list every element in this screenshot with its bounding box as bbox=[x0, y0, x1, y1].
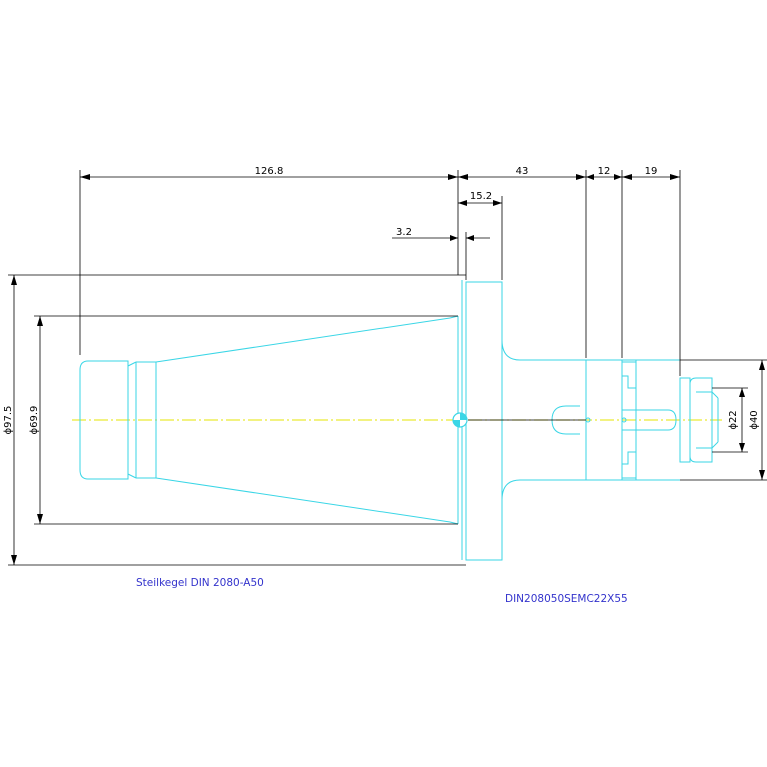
dim-value: 43 bbox=[516, 166, 529, 177]
dimension-dia-69-9: ϕ69.9 bbox=[29, 315, 458, 525]
pull-end-chamfer-top bbox=[127, 361, 137, 367]
arrow bbox=[458, 200, 467, 206]
steep-taper-shank bbox=[79, 315, 459, 525]
arrow bbox=[759, 470, 765, 480]
internal-bore bbox=[622, 409, 677, 431]
taper-bottom-line bbox=[155, 477, 451, 523]
neck bbox=[136, 361, 157, 479]
pull-end bbox=[79, 360, 129, 480]
dimension-dia-40: ϕ40 bbox=[680, 359, 767, 481]
flange-body bbox=[461, 280, 719, 561]
arrow bbox=[11, 275, 17, 285]
arrow bbox=[37, 316, 43, 326]
arrow bbox=[466, 235, 474, 241]
dimension-dia-97-5: ϕ97.5 bbox=[3, 274, 466, 566]
dim-value: 3.2 bbox=[396, 227, 412, 238]
arrow bbox=[614, 174, 622, 180]
nut-chamfer-bottom bbox=[711, 441, 719, 449]
dim-value: ϕ22 bbox=[728, 410, 739, 429]
taper-top-line bbox=[155, 317, 451, 363]
drive-slot-top bbox=[622, 361, 637, 389]
dim-value: 15.2 bbox=[470, 191, 492, 202]
arrow bbox=[759, 360, 765, 370]
datum-quadrant-1 bbox=[460, 413, 467, 420]
stop-ring bbox=[679, 377, 691, 463]
arrow bbox=[739, 443, 745, 452]
part-label-adapter: DIN208050SEMC22X55 bbox=[505, 593, 628, 605]
arrow bbox=[80, 174, 90, 180]
collar-top bbox=[501, 339, 636, 361]
arrow bbox=[586, 174, 594, 180]
arrow bbox=[739, 388, 745, 397]
arrow bbox=[576, 174, 586, 180]
dim-value: 126.8 bbox=[255, 166, 284, 177]
dimension-126-8: 126.8 bbox=[79, 166, 459, 355]
dim-value: ϕ40 bbox=[749, 410, 760, 429]
dimension-43: 43 bbox=[458, 166, 587, 358]
dimension-dia-22: ϕ22 bbox=[712, 387, 748, 453]
nut bbox=[689, 377, 713, 463]
arrow bbox=[11, 555, 17, 565]
dimension-19: 19 bbox=[622, 166, 681, 376]
arrow bbox=[493, 200, 502, 206]
dimension-15-2: 15.2 bbox=[458, 191, 503, 280]
datum-quadrant-2 bbox=[453, 420, 460, 427]
part-label-taper: Steilkegel DIN 2080-A50 bbox=[136, 577, 264, 589]
pull-end-chamfer-bottom bbox=[127, 473, 137, 479]
dim-value: 19 bbox=[645, 166, 658, 177]
dimension-3-2: 3.2 bbox=[392, 227, 490, 280]
datum-symbol bbox=[452, 412, 468, 428]
arrow bbox=[37, 514, 43, 524]
arrow bbox=[448, 174, 458, 180]
arrow bbox=[458, 174, 468, 180]
dim-value: ϕ69.9 bbox=[29, 406, 40, 435]
dim-value: ϕ97.5 bbox=[3, 406, 14, 435]
arrow bbox=[670, 174, 680, 180]
dim-value: 12 bbox=[598, 166, 611, 177]
arrow bbox=[450, 235, 458, 241]
dimension-12: 12 bbox=[586, 166, 623, 358]
nut-chamfer-top bbox=[711, 391, 719, 399]
drive-slot-bottom bbox=[622, 451, 637, 479]
arrow bbox=[622, 174, 632, 180]
bore-dot bbox=[621, 417, 627, 423]
flange bbox=[465, 281, 503, 561]
collar-bottom bbox=[501, 479, 636, 501]
